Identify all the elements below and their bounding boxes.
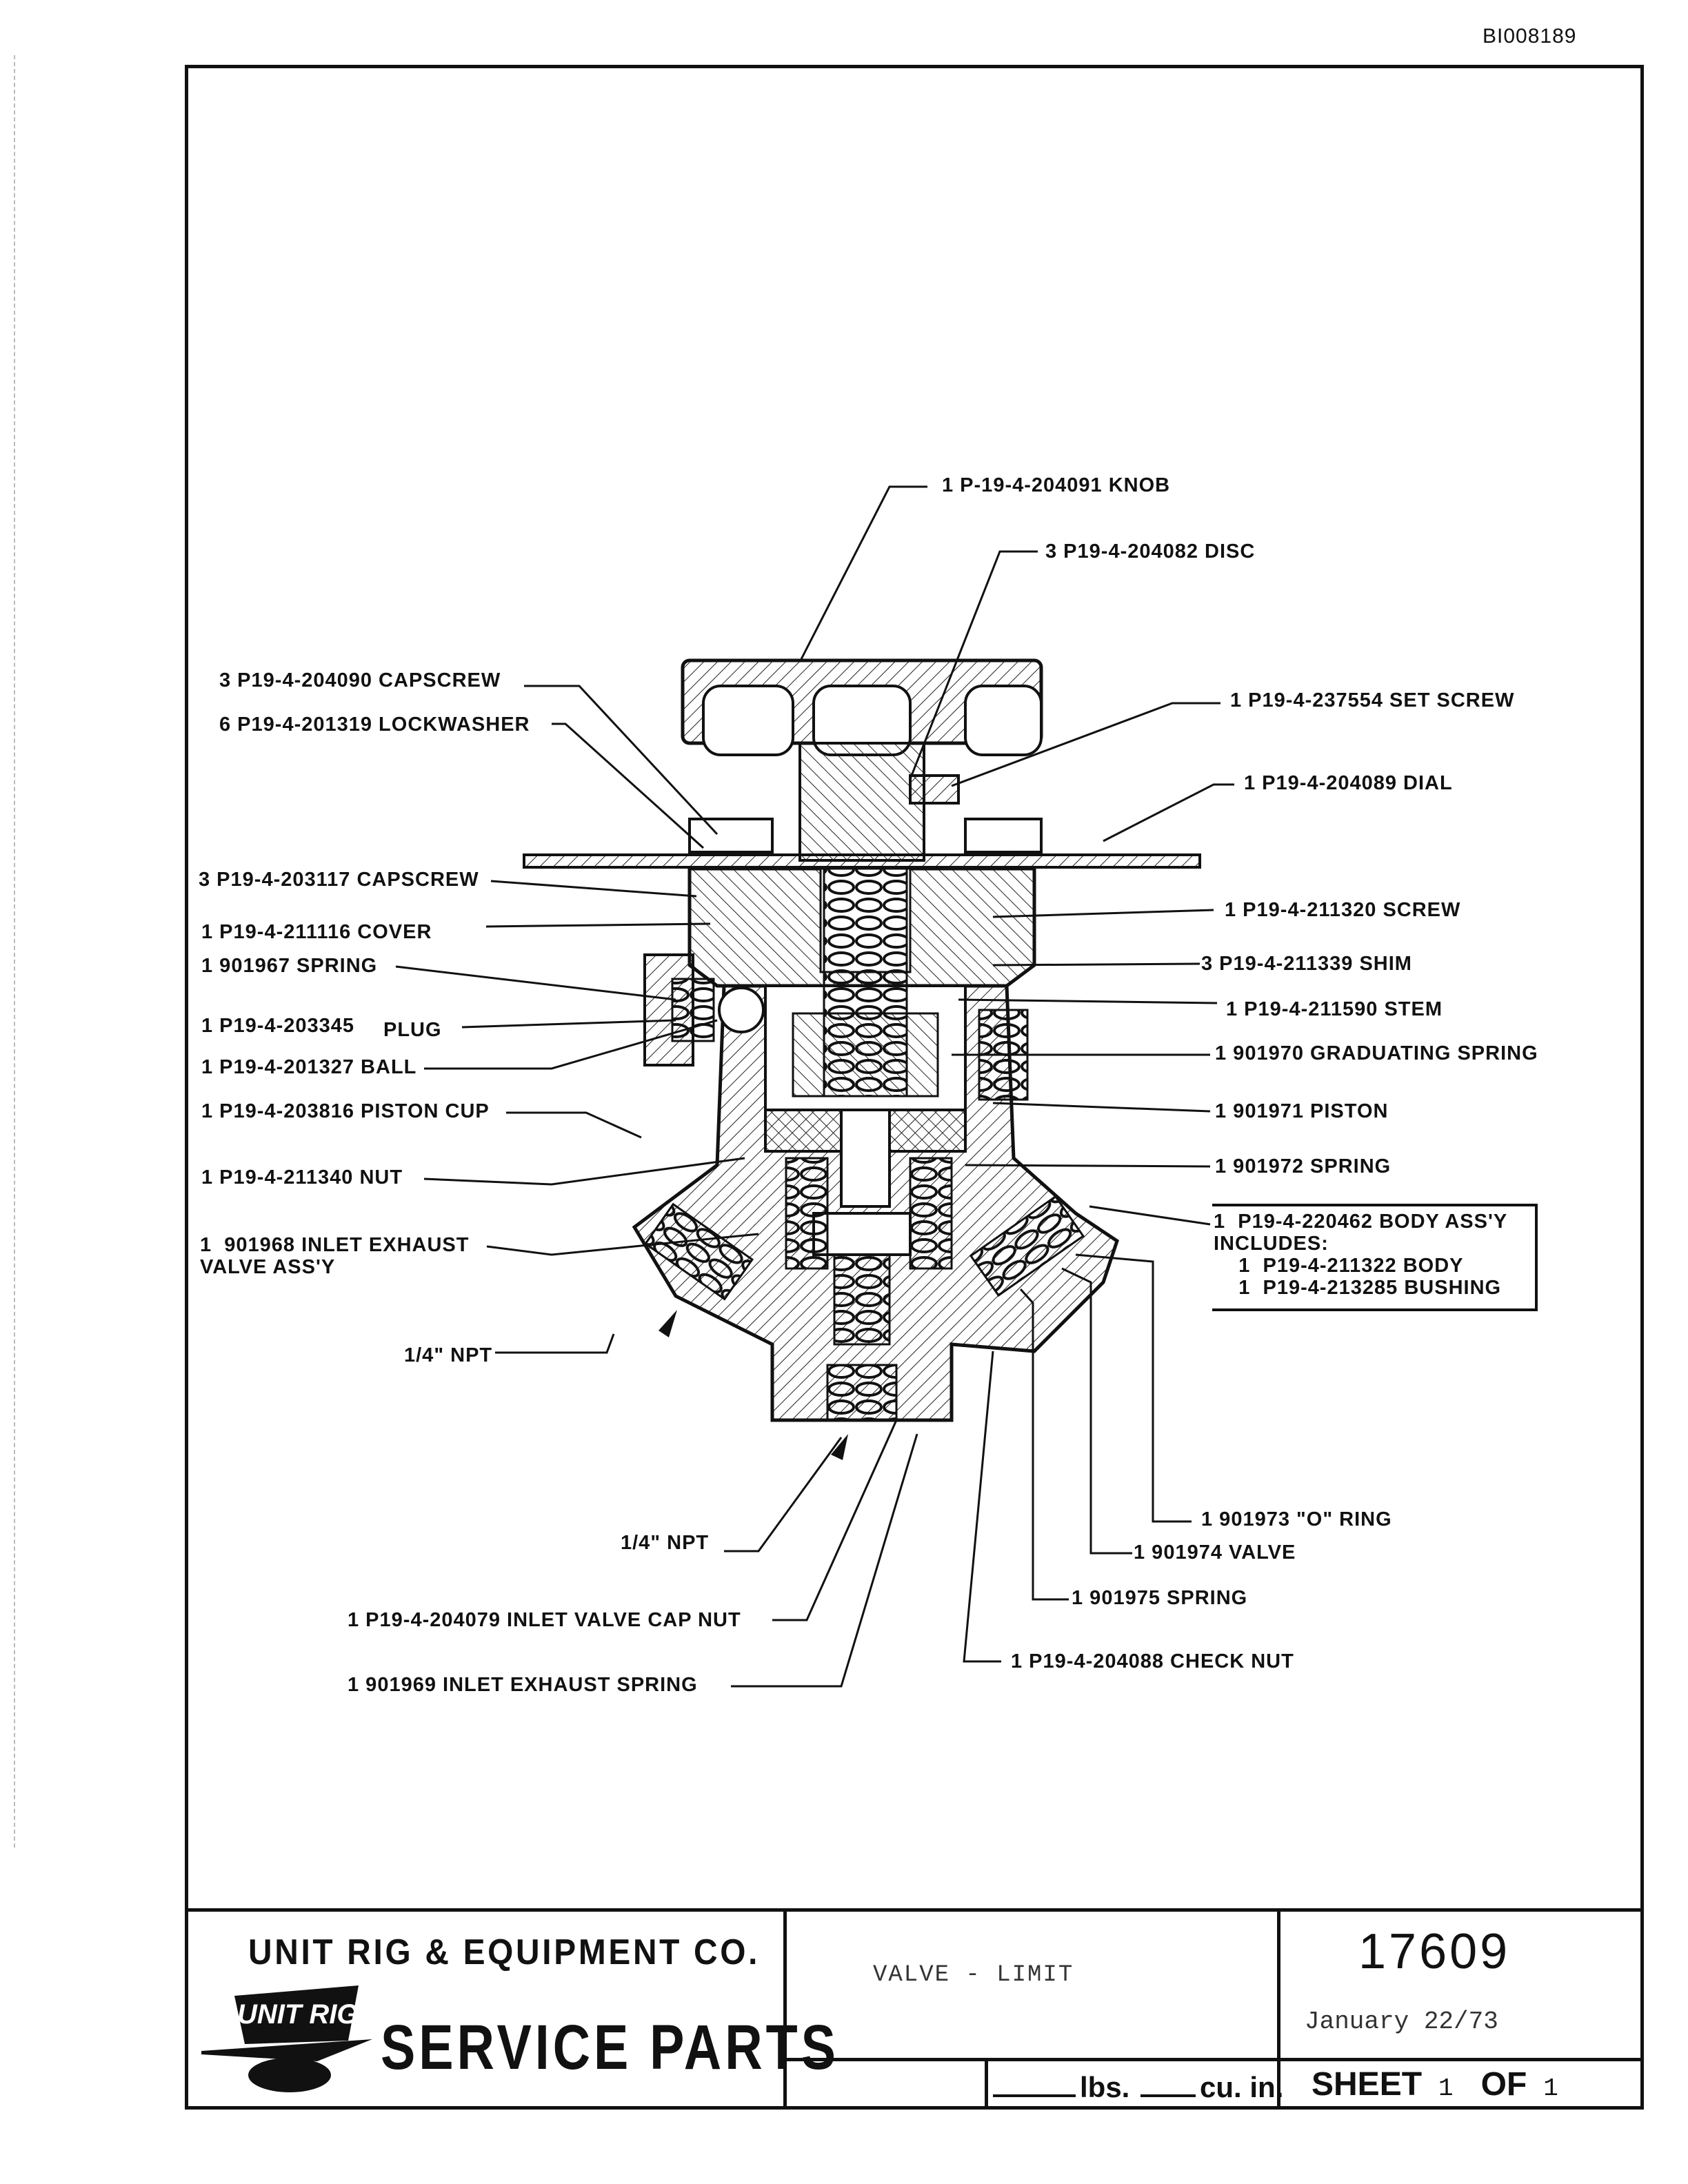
sheet-label: SHEET	[1312, 2066, 1423, 2103]
volume-blank	[1141, 2092, 1196, 2097]
service-parts-heading: SERVICE PARTS	[381, 2012, 839, 2083]
weight-blank	[993, 2092, 1076, 2097]
of-label: OF	[1480, 2066, 1527, 2103]
unit-rig-logo-graphic	[201, 1985, 372, 2092]
title-block-divider	[985, 2058, 988, 2110]
label-inlet-exhaust-valve: 1 901968 INLET EXHAUST VALVE ASS'Y	[200, 1234, 470, 1278]
label-valve: 1 901974 VALVE	[1134, 1541, 1296, 1564]
sheet-field: SHEET 1 OF 1	[1312, 2065, 1586, 2103]
lbs-label: lbs.	[1080, 2071, 1130, 2103]
weight-volume-field: lbs. cu. in.	[993, 2071, 1283, 2104]
label-plug-part: 1 P19-4-203345	[201, 1015, 354, 1037]
scan-edge-marks	[14, 55, 18, 1848]
label-screw: 1 P19-4-211320 SCREW	[1225, 899, 1461, 921]
title-block	[185, 1908, 1644, 2110]
label-piston-cup: 1 P19-4-203816 PISTON CUP	[201, 1100, 490, 1122]
title-block-divider	[783, 2058, 1644, 2061]
label-body-assy: 1 P19-4-220462 BODY ASS'Y INCLUDES: 1 P1…	[1214, 1211, 1508, 1299]
label-dial: 1 P19-4-204089 DIAL	[1244, 772, 1453, 794]
label-nut: 1 P19-4-211340 NUT	[201, 1166, 403, 1189]
sheet-number: 1	[1438, 2074, 1454, 2103]
label-spring-901975: 1 901975 SPRING	[1072, 1587, 1248, 1609]
company-name: UNIT RIG & EQUIPMENT CO.	[248, 1932, 761, 1972]
sheet-total: 1	[1543, 2074, 1558, 2103]
drawing-frame	[185, 65, 1644, 2110]
label-graduating-spring: 1 901970 GRADUATING SPRING	[1215, 1042, 1538, 1064]
label-check-nut: 1 P19-4-204088 CHECK NUT	[1011, 1650, 1294, 1672]
logo-text: UNIT RIG	[237, 1999, 359, 2030]
label-npt-left: 1/4" NPT	[404, 1344, 493, 1366]
label-lockwasher: 6 P19-4-201319 LOCKWASHER	[219, 714, 530, 736]
label-capscrew-top: 3 P19-4-204090 CAPSCREW	[219, 669, 501, 691]
cu-in-label: cu. in.	[1200, 2071, 1284, 2103]
label-spring-901967: 1 901967 SPRING	[201, 955, 378, 977]
label-o-ring: 1 901973 "O" RING	[1201, 1508, 1392, 1530]
title-block-divider	[1277, 1908, 1280, 2110]
label-ball: 1 P19-4-201327 BALL	[201, 1056, 417, 1078]
label-disc: 3 P19-4-204082 DISC	[1045, 540, 1256, 563]
label-shim: 3 P19-4-211339 SHIM	[1201, 953, 1412, 975]
part-description: VALVE - LIMIT	[873, 1962, 1074, 1988]
label-knob: 1 P-19-4-204091 KNOB	[942, 474, 1171, 496]
title-block-divider	[783, 1908, 787, 2110]
document-id: BI008189	[1483, 25, 1577, 48]
label-stem: 1 P19-4-211590 STEM	[1226, 998, 1443, 1020]
label-inlet-valve-cap-nut: 1 P19-4-204079 INLET VALVE CAP NUT	[348, 1609, 741, 1631]
label-piston: 1 901971 PISTON	[1215, 1100, 1389, 1122]
label-set-screw: 1 P19-4-237554 SET SCREW	[1230, 689, 1515, 711]
body-assembly-box	[1212, 1204, 1538, 1311]
label-spring-901972: 1 901972 SPRING	[1215, 1155, 1391, 1177]
label-plug-word: PLUG	[383, 1019, 442, 1041]
label-cover: 1 P19-4-211116 COVER	[201, 921, 432, 943]
drawing-date: January 22/73	[1305, 2008, 1498, 2036]
label-capscrew-mid: 3 P19-4-203117 CAPSCREW	[199, 869, 479, 891]
part-number: 17609	[1358, 1924, 1511, 1979]
label-npt-bottom: 1/4" NPT	[621, 1532, 710, 1554]
label-inlet-exhaust-spring: 1 901969 INLET EXHAUST SPRING	[348, 1674, 698, 1696]
